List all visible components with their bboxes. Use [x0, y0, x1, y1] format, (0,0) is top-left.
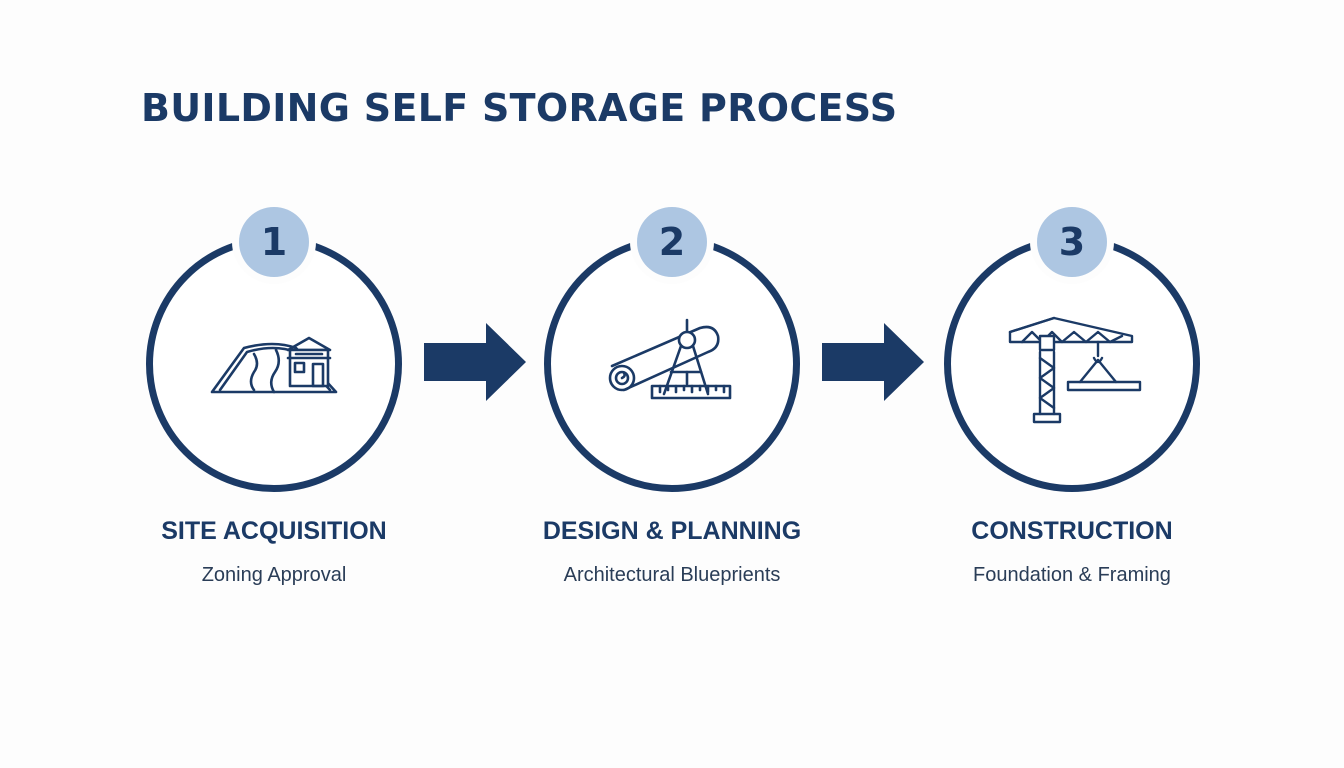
- step-subtitle: Zoning Approval: [201, 564, 347, 586]
- land-house-icon: [204, 306, 344, 426]
- step-subtitle: Architectural Blueprients: [563, 564, 781, 586]
- page-title: BUILDING SELF STORAGE PROCESS: [141, 86, 898, 130]
- step-subtitle: Foundation & Framing: [973, 564, 1171, 586]
- step-title: SITE ACQUISITION: [161, 517, 387, 545]
- step-title: CONSTRUCTION: [971, 517, 1173, 545]
- step-number-badge: 3: [1037, 207, 1107, 277]
- step-title: DESIGN & PLANNING: [542, 517, 802, 545]
- step-ring: [544, 236, 800, 492]
- step-number-badge: 1: [239, 207, 309, 277]
- arrow-right-icon: [822, 323, 924, 401]
- crane-icon: [1002, 306, 1142, 426]
- arrow-right-icon: [424, 323, 526, 401]
- blueprint-compass-icon: [602, 306, 742, 426]
- step-number-badge: 2: [637, 207, 707, 277]
